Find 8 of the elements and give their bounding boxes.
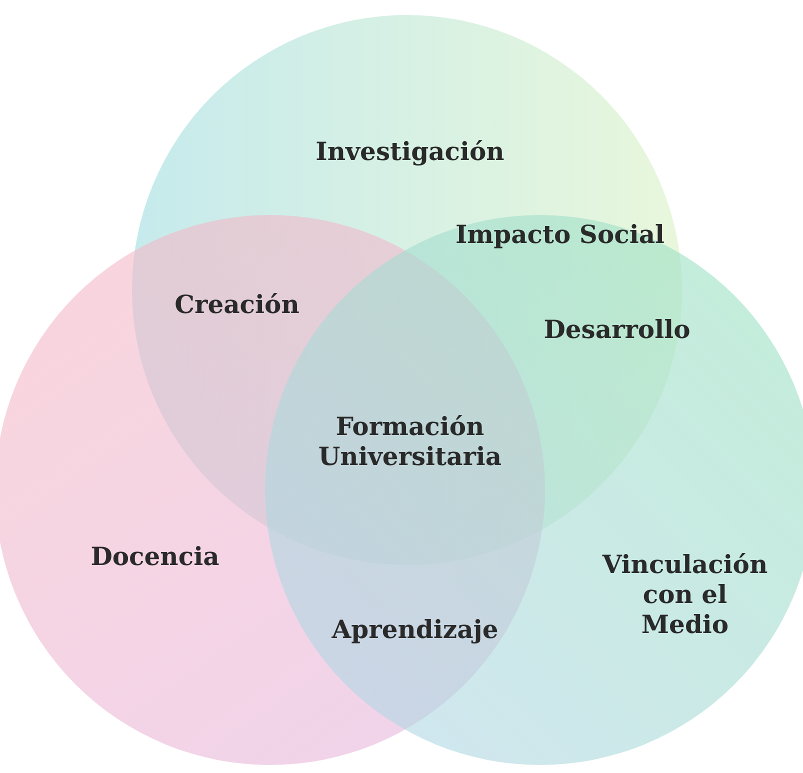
region-label: Creación: [174, 290, 300, 320]
circle-label: Vinculación con el Medio: [601, 550, 769, 640]
region-label: Impacto Social: [454, 220, 666, 250]
region-label: Desarrollo: [542, 315, 692, 345]
center-label: Formación Universitaria: [317, 412, 503, 472]
circle-label: Docencia: [90, 542, 220, 572]
region-label: Aprendizaje: [330, 615, 500, 645]
circle-label: Investigación: [314, 137, 506, 167]
